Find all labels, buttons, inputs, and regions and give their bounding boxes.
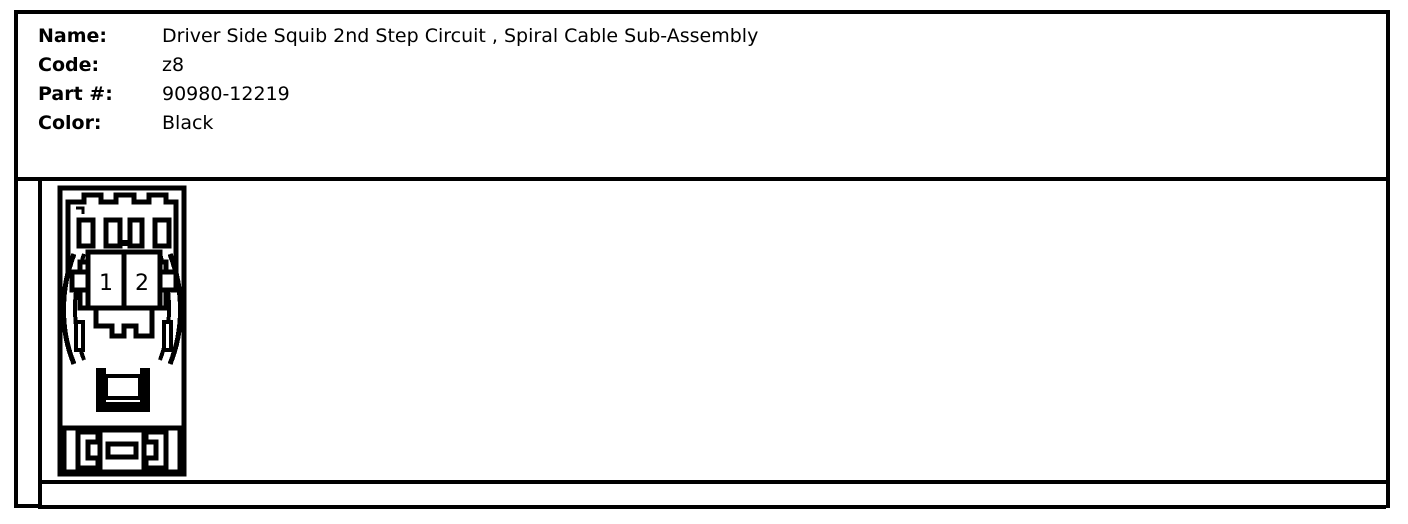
spec-value-part-number: 90980-12219 xyxy=(162,83,290,105)
vent-slot-right xyxy=(162,320,173,352)
bottom-strip-top-divider xyxy=(38,480,1386,484)
pin-number-2: 2 xyxy=(135,271,149,296)
header-divider xyxy=(18,177,1386,181)
bottom-strip xyxy=(38,484,1386,509)
pin-chamber-2 xyxy=(121,249,163,311)
cavity-window-2 xyxy=(103,217,123,249)
spec-value-color: Black xyxy=(162,112,214,134)
vent-slot-left xyxy=(74,320,85,352)
connector-icon: 1 2 xyxy=(57,185,187,477)
panel-left-divider xyxy=(38,181,42,480)
housing-curve-left-outer xyxy=(61,253,77,365)
spec-sheet-frame: Name: Driver Side Squib 2nd Step Circuit… xyxy=(14,10,1390,509)
bottom-strip-bottom-divider xyxy=(38,505,1386,509)
retainer-center-slot xyxy=(105,441,139,460)
housing-curve-right-outer xyxy=(167,253,183,365)
spec-label-name: Name: xyxy=(38,25,108,47)
spec-label-code: Code: xyxy=(38,54,100,76)
pin-number-1: 1 xyxy=(99,271,113,296)
spec-label-part-number: Part #: xyxy=(38,83,113,105)
spec-value-name: Driver Side Squib 2nd Step Circuit , Spi… xyxy=(162,25,759,47)
keying-skirt xyxy=(93,305,155,339)
cavity-window-1 xyxy=(76,217,96,249)
spec-row-part-number: Part #: 90980-12219 xyxy=(38,80,1238,109)
connector-diagram-panel: 1 2 xyxy=(38,181,1386,480)
spec-row-name: Name: Driver Side Squib 2nd Step Circuit… xyxy=(38,22,1238,51)
spec-label-color: Color: xyxy=(38,112,102,134)
cavity-window-3 xyxy=(127,217,145,249)
latch-well-inner xyxy=(104,374,142,400)
cavity-window-4 xyxy=(152,217,172,249)
spec-row-code: Code: z8 xyxy=(38,51,1238,80)
spec-row-color: Color: Black xyxy=(38,109,1238,138)
latch-well-outer xyxy=(96,368,150,412)
connector-illustration: 1 2 xyxy=(54,180,194,480)
spec-list: Name: Driver Side Squib 2nd Step Circuit… xyxy=(38,22,1238,138)
bottom-strip-left-divider xyxy=(38,480,42,509)
spec-value-code: z8 xyxy=(162,54,185,76)
